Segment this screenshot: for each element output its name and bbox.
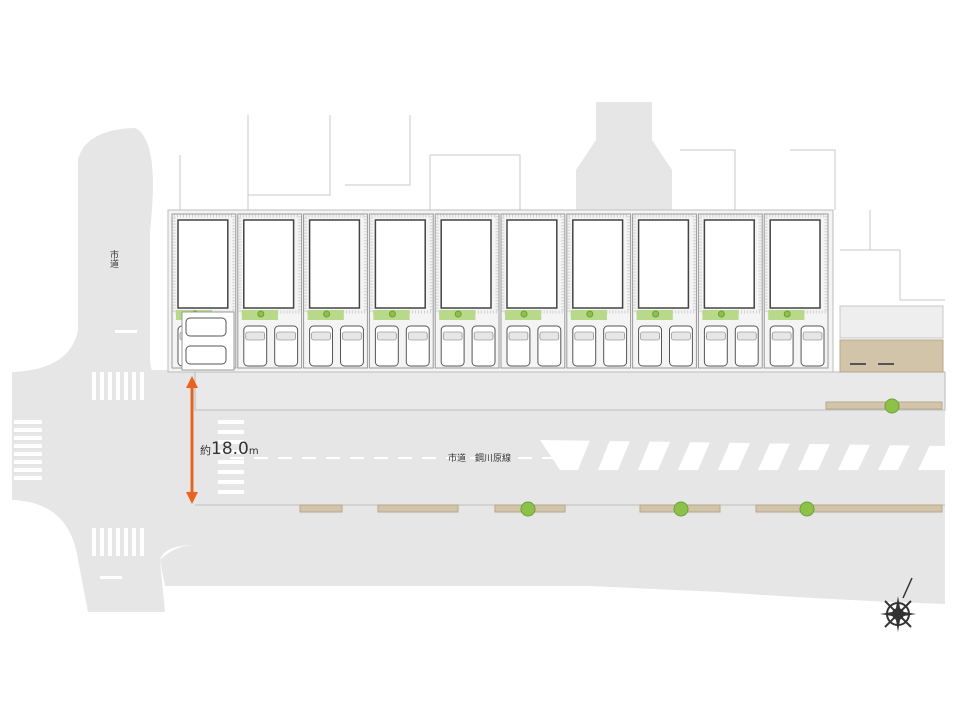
house bbox=[769, 219, 821, 309]
parked-car-icon bbox=[185, 345, 227, 365]
adjacent-lot bbox=[839, 339, 944, 373]
crosswalk-north bbox=[92, 372, 144, 400]
car-windshield bbox=[377, 331, 397, 341]
car-windshield bbox=[736, 331, 757, 341]
car-windshield bbox=[706, 331, 726, 341]
parked-car-icon bbox=[185, 317, 227, 337]
house bbox=[703, 219, 755, 309]
tree-icon bbox=[799, 501, 815, 517]
stop-line bbox=[100, 576, 122, 579]
shrub-icon bbox=[652, 310, 660, 318]
house bbox=[637, 219, 690, 309]
car-windshield bbox=[539, 331, 560, 341]
lot bbox=[500, 213, 566, 369]
side-road-label: 市道 bbox=[108, 249, 119, 269]
tree-icon bbox=[673, 501, 689, 517]
shrub-icon bbox=[257, 310, 265, 318]
car-windshield bbox=[245, 331, 266, 341]
main-road bbox=[150, 372, 945, 560]
lot bbox=[237, 213, 303, 369]
car-windshield bbox=[473, 331, 494, 341]
car-windshield bbox=[802, 331, 823, 341]
intersection bbox=[12, 128, 195, 612]
zebra-median bbox=[540, 440, 945, 470]
lot bbox=[697, 213, 763, 369]
lot bbox=[566, 213, 632, 369]
shrub-icon bbox=[323, 310, 331, 318]
neighbor-boundaries bbox=[179, 115, 945, 301]
house bbox=[572, 219, 624, 309]
car-windshield bbox=[605, 331, 625, 341]
house bbox=[440, 219, 492, 309]
shrub-icon bbox=[454, 310, 462, 318]
adjacent-building bbox=[839, 305, 944, 339]
lot bbox=[303, 213, 368, 369]
car-windshield bbox=[342, 331, 362, 341]
shrub-icon bbox=[783, 310, 791, 318]
compass-rose-icon bbox=[880, 577, 916, 632]
crosswalk-south bbox=[92, 528, 144, 556]
housing-lots bbox=[171, 213, 829, 371]
lot bbox=[632, 213, 697, 369]
shrub-icon bbox=[388, 310, 396, 318]
tree-icon bbox=[520, 501, 536, 517]
car-windshield bbox=[771, 331, 792, 341]
shrub-icon bbox=[586, 310, 594, 318]
road-width-dimension bbox=[186, 376, 198, 504]
lower-road bbox=[160, 545, 945, 604]
house bbox=[506, 219, 558, 309]
shrub-icon bbox=[520, 310, 528, 318]
crosswalks bbox=[14, 330, 244, 579]
car-windshield bbox=[276, 331, 296, 341]
car-windshield bbox=[640, 331, 660, 341]
house bbox=[243, 219, 295, 309]
crosswalk-west bbox=[14, 420, 42, 480]
car-windshield bbox=[671, 331, 691, 341]
road-width-label: 約18.0m bbox=[200, 439, 259, 459]
car-windshield bbox=[508, 331, 529, 341]
lot bbox=[368, 213, 434, 369]
access-road-north bbox=[576, 102, 672, 210]
lot bbox=[763, 213, 829, 369]
crosswalk-east bbox=[218, 420, 244, 494]
house bbox=[308, 219, 361, 309]
car-windshield bbox=[407, 331, 428, 341]
arrow-head-down-icon bbox=[186, 492, 198, 504]
road-network bbox=[12, 128, 946, 612]
tree-icon bbox=[884, 398, 900, 414]
main-road-label: 市道 鋼川原線 bbox=[448, 452, 511, 464]
north-pointer bbox=[902, 577, 913, 599]
street-trees bbox=[520, 398, 900, 517]
shrub-icon bbox=[717, 310, 725, 318]
arrow-head-up-icon bbox=[186, 376, 198, 388]
car-windshield bbox=[311, 331, 331, 341]
lot bbox=[434, 213, 500, 369]
stop-line bbox=[115, 330, 137, 333]
house bbox=[177, 219, 229, 309]
house bbox=[374, 219, 426, 309]
car-windshield bbox=[442, 331, 463, 341]
corner-parking bbox=[181, 311, 235, 371]
car-windshield bbox=[574, 331, 594, 341]
north-sidewalk bbox=[194, 371, 946, 411]
